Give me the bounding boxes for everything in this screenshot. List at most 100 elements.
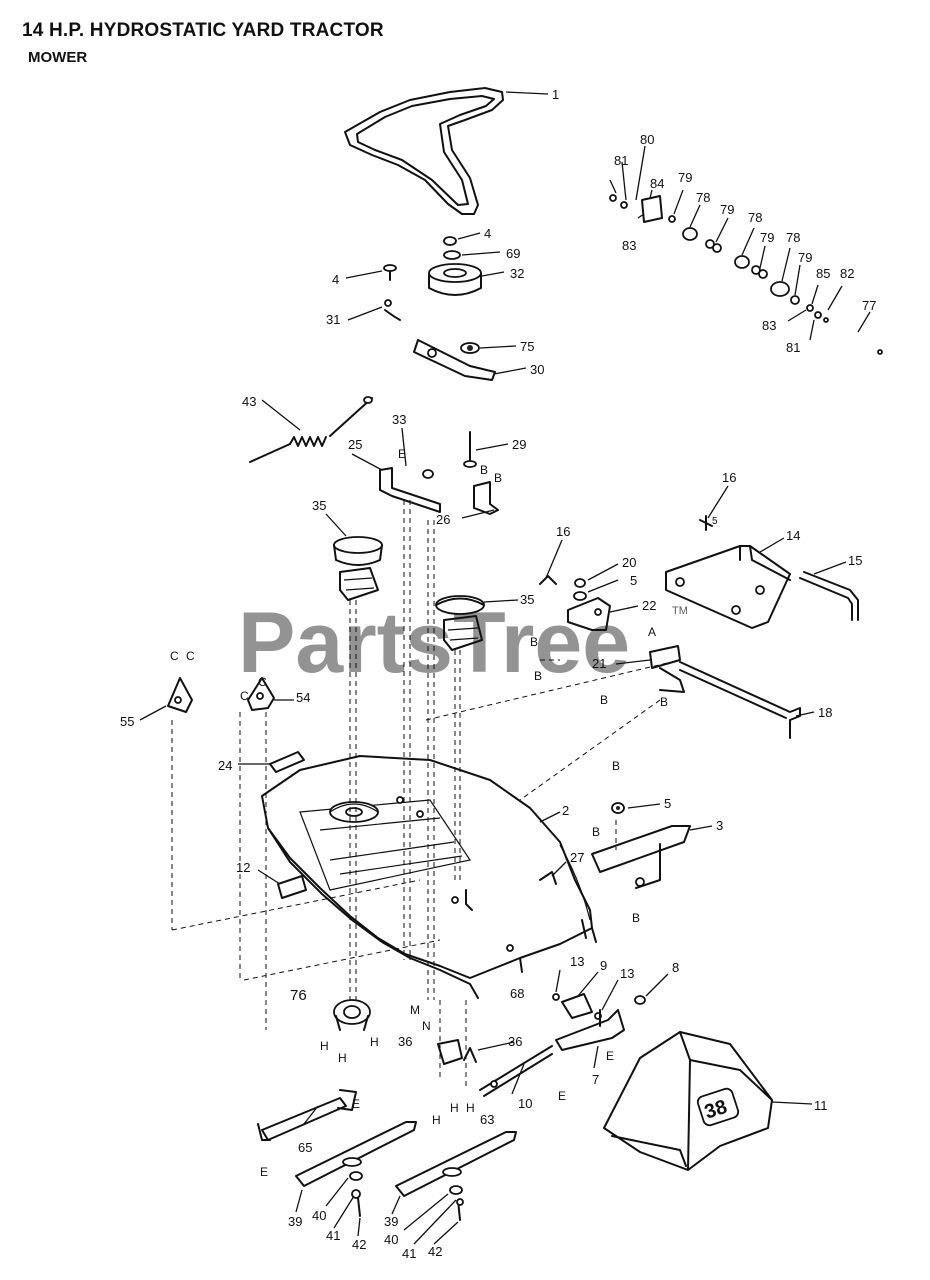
part-deck-hangers <box>167 677 305 773</box>
watermark-trademark: TM <box>672 605 688 617</box>
ref-letter-e: E <box>558 1089 566 1103</box>
callout-16: 16 <box>722 470 736 485</box>
callout-3: 3 <box>716 818 723 833</box>
ref-letter-c: C <box>170 649 179 663</box>
ref-letter-c: C <box>240 689 249 703</box>
callout-40: 40 <box>384 1232 398 1247</box>
callout-33: 33 <box>392 412 406 427</box>
callout-83: 83 <box>762 318 776 333</box>
callout-26: 26 <box>436 512 450 527</box>
part-spindle-right <box>435 595 485 651</box>
ref-letter-h: H <box>338 1051 347 1065</box>
callout-39: 39 <box>288 1214 302 1229</box>
part-spindle-left <box>333 536 383 601</box>
callout-35: 35 <box>312 498 326 513</box>
callout-29: 29 <box>512 437 526 452</box>
callout-41: 41 <box>402 1246 416 1261</box>
callout-55: 55 <box>120 714 134 729</box>
part-brackets-upper <box>379 431 499 515</box>
callout-82: 82 <box>840 266 854 281</box>
callout-36: 36 <box>398 1034 412 1049</box>
callout-42: 42 <box>352 1237 366 1252</box>
ref-letter-h: H <box>320 1039 329 1053</box>
callout-13: 13 <box>620 966 634 981</box>
callout-24: 24 <box>218 758 232 773</box>
callout-84: 84 <box>650 176 664 191</box>
callout-79: 79 <box>798 250 812 265</box>
ref-letter-b: B <box>480 463 488 477</box>
ref-letter-m: M <box>410 1003 420 1017</box>
callout-11: 11 <box>814 1098 828 1113</box>
callout-31: 31 <box>326 312 340 327</box>
callout-79: 79 <box>678 170 692 185</box>
callout-4: 4 <box>332 272 339 287</box>
part-discharge-chute: 38 <box>603 1031 773 1171</box>
ref-letter-a: A <box>648 625 656 639</box>
callout-85: 85 <box>816 266 830 281</box>
ref-letter-h: H <box>432 1113 441 1127</box>
callout-36: 36 <box>508 1034 522 1049</box>
ref-letter-b: B <box>632 911 640 925</box>
ref-number-5: 5 <box>712 516 718 527</box>
ref-letter-h: H <box>466 1101 475 1115</box>
callout-8: 8 <box>672 960 679 975</box>
callout-65: 65 <box>298 1140 312 1155</box>
part-deck-link-right <box>591 802 691 889</box>
callout-83: 83 <box>622 238 636 253</box>
callout-78: 78 <box>748 210 762 225</box>
callout-30: 30 <box>530 362 544 377</box>
callout-68: 68 <box>510 986 524 1001</box>
part-lift-rod <box>649 645 801 739</box>
callout-27: 27 <box>570 850 584 865</box>
ref-letter-h: H <box>450 1101 459 1115</box>
callout-13: 13 <box>570 954 584 969</box>
part-spring-cable <box>249 396 373 463</box>
ref-letter-b: B <box>592 825 600 839</box>
part-blade-left <box>295 1121 417 1217</box>
part-mount-bracket <box>567 578 611 631</box>
part-spindle-hardware <box>609 145 883 355</box>
ref-letter-c: C <box>258 675 267 689</box>
callout-25: 25 <box>348 437 362 452</box>
callout-81: 81 <box>786 340 800 355</box>
ref-letter-e: E <box>352 1097 360 1111</box>
ref-letter-b: B <box>612 759 620 773</box>
ref-letter-b: B <box>660 695 668 709</box>
callout-22: 22 <box>642 598 656 613</box>
callout-79: 79 <box>760 230 774 245</box>
part-lift-bracket <box>539 515 859 629</box>
ref-letter-b: B <box>534 669 542 683</box>
ref-letter-b: B <box>494 471 502 485</box>
callout-16: 16 <box>556 524 570 539</box>
part-blade-wrench <box>257 1089 357 1141</box>
callout-12: 12 <box>236 860 250 875</box>
callout-81: 81 <box>614 153 628 168</box>
ref-letter-n: N <box>422 1019 431 1033</box>
callout-42: 42 <box>428 1244 442 1259</box>
part-blade-right <box>395 1131 517 1221</box>
ref-letter-b: B <box>530 635 538 649</box>
callout-80: 80 <box>640 132 654 147</box>
ref-letter-e: E <box>606 1049 614 1063</box>
callout-15: 15 <box>848 553 862 568</box>
callout-9: 9 <box>600 958 607 973</box>
callout-14: 14 <box>786 528 800 543</box>
ref-letter-h: H <box>370 1035 379 1049</box>
callout-numbers: 1 80 81 84 79 78 79 78 79 78 79 85 82 77… <box>120 87 876 1261</box>
ref-letter-c: C <box>186 649 195 663</box>
callout-18: 18 <box>818 705 832 720</box>
callout-21: 21 <box>592 656 606 671</box>
callout-2: 2 <box>562 803 569 818</box>
part-idler-pulley-group <box>383 236 496 381</box>
callout-35: 35 <box>520 592 534 607</box>
callout-20: 20 <box>622 555 636 570</box>
callout-32: 32 <box>510 266 524 281</box>
callout-39: 39 <box>384 1214 398 1229</box>
callout-40: 40 <box>312 1208 326 1223</box>
callout-69: 69 <box>506 246 520 261</box>
callout-4: 4 <box>484 226 491 241</box>
callout-78: 78 <box>696 190 710 205</box>
reference-letters: E B B B B B B A C C C C B B B M N H H H … <box>170 447 718 1179</box>
page-title: 14 H.P. HYDROSTATIC YARD TRACTOR <box>22 20 384 41</box>
